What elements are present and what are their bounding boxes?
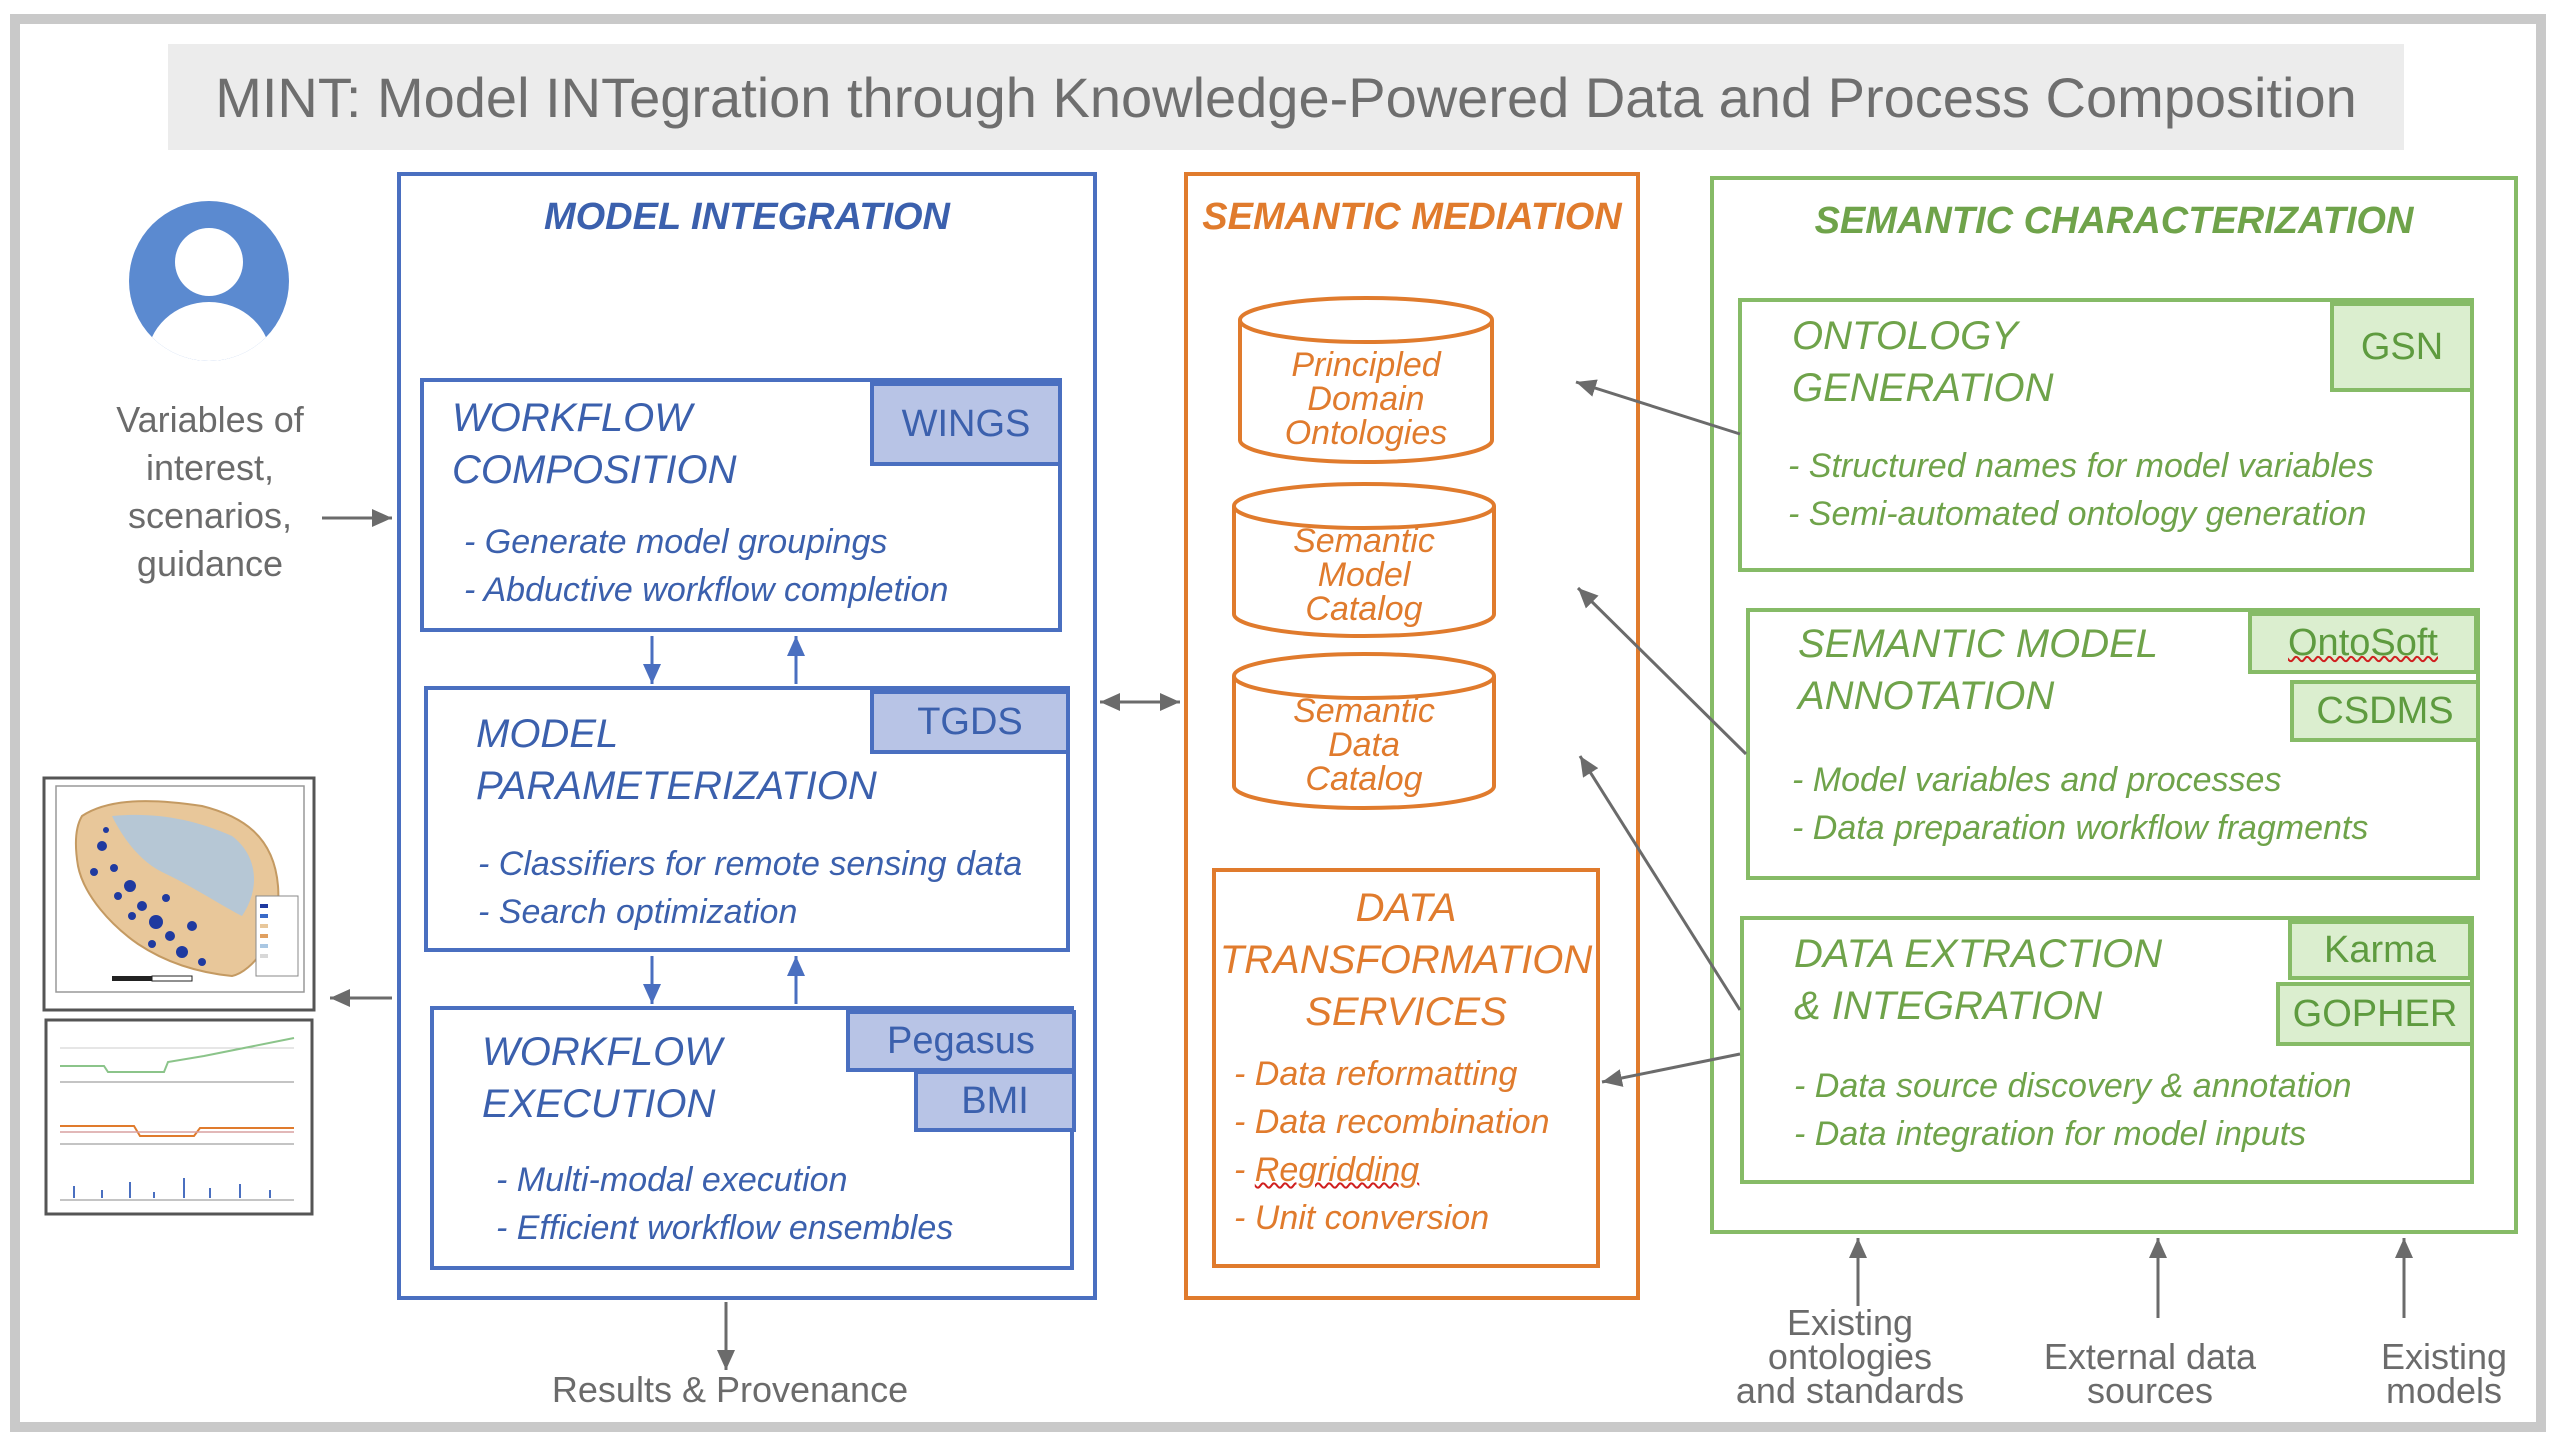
data-transformation-title: DATA TRANSFORMATION SERVICES	[1219, 886, 1593, 1034]
data-transformation-bullets: - Data reformatting - Data recombination…	[1234, 1055, 1550, 1237]
ontology-generation-box: ONTOLOGY GENERATION GSN - Structured nam…	[1738, 298, 2474, 572]
gopher-tag: GOPHER	[2276, 982, 2474, 1046]
user-input-label: Variables of interest, scenarios, guidan…	[116, 399, 304, 584]
model-parameterization-title: MODEL PARAMETERIZATION	[476, 712, 877, 808]
existing-ontologies-label: Existing ontologies and standards	[1735, 1302, 1965, 1411]
model-integration-heading: MODEL INTEGRATION	[543, 196, 951, 238]
semantic-mediation-heading: SEMANTIC MEDIATION	[1202, 196, 1622, 238]
data-extraction-title: DATA EXTRACTION & INTEGRATION	[1794, 932, 2163, 1028]
wings-tag: WINGS	[870, 382, 1062, 466]
workflow-execution-title: WORKFLOW EXECUTION	[482, 1030, 722, 1126]
workflow-execution-bullets: - Multi-modal execution - Efficient work…	[496, 1161, 954, 1247]
outer-frame	[10, 14, 2546, 1432]
semantic-characterization-heading: SEMANTIC CHARACTERIZATION	[1814, 200, 2414, 242]
bmi-tag: BMI	[914, 1070, 1076, 1132]
semantic-characterization-panel: SEMANTIC CHARACTERIZATION	[1710, 176, 2518, 1234]
results-map-thumbnail	[42, 776, 316, 1012]
model-parameterization-bullets: - Classifiers for remote sensing data - …	[478, 845, 1023, 931]
semantic-model-annotation-title: SEMANTIC MODEL ANNOTATION	[1798, 622, 2159, 718]
workflow-composition-bullets: - Generate model groupings - Abductive w…	[464, 523, 949, 609]
data-extraction-to-catalog-arrow	[1578, 755, 1742, 1011]
csdms-tag: CSDMS	[2290, 680, 2480, 742]
existing-models-label: Existing models	[2380, 1336, 2508, 1411]
ontology-gen-to-domain-arrow	[1575, 379, 1741, 436]
data-extraction-bullets: - Data source discovery & annotation - D…	[1794, 1067, 2352, 1153]
workflow-composition-box: WORKFLOW COMPOSITION WINGS - Generate mo…	[420, 378, 1062, 632]
model-annotation-to-catalog-arrow	[1576, 586, 1748, 756]
semantic-model-annotation-bullets: - Model variables and processes - Data p…	[1792, 761, 2369, 847]
semantic-model-catalog-store: Semantic Model Catalog	[1293, 522, 1435, 628]
data-extraction-to-transform-arrow	[1601, 1052, 1741, 1087]
model-parameterization-box: MODEL PARAMETERIZATION TGDS - Classifier…	[424, 686, 1070, 952]
ontology-generation-title: ONTOLOGY GENERATION	[1792, 314, 2054, 410]
tgds-tag: TGDS	[870, 690, 1070, 754]
page-title: MINT: Model INTegration through Knowledg…	[168, 44, 2404, 150]
data-extraction-box: DATA EXTRACTION & INTEGRATION Karma GOPH…	[1740, 916, 2474, 1184]
semantic-model-annotation-box: SEMANTIC MODEL ANNOTATION OntoSoft CSDMS…	[1746, 608, 2480, 880]
workflow-execution-box: WORKFLOW EXECUTION Pegasus BMI - Multi-m…	[430, 1006, 1076, 1270]
pegasus-tag: Pegasus	[846, 1010, 1076, 1072]
semantic-data-catalog-store: Semantic Data Catalog	[1293, 692, 1435, 798]
domain-ontologies-store: Principled Domain Ontologies	[1284, 346, 1448, 452]
semantic-mediation-panel: SEMANTIC MEDIATION	[1184, 172, 1640, 1300]
results-plots-thumbnail	[44, 1018, 314, 1216]
model-integration-panel: MODEL INTEGRATION	[397, 172, 1097, 1300]
workflow-composition-title: WORKFLOW COMPOSITION	[452, 396, 737, 492]
ontology-generation-bullets: - Structured names for model variables -…	[1788, 447, 2374, 533]
results-provenance-label: Results & Provenance	[551, 1369, 909, 1410]
external-data-sources-label: External data sources	[2043, 1336, 2257, 1411]
gsn-tag: GSN	[2330, 302, 2474, 392]
data-transformation-box: DATA TRANSFORMATION SERVICES - Data refo…	[1212, 868, 1600, 1268]
user-avatar-icon	[129, 201, 289, 361]
ontosoft-tag: OntoSoft	[2248, 612, 2478, 674]
karma-tag: Karma	[2288, 920, 2472, 980]
